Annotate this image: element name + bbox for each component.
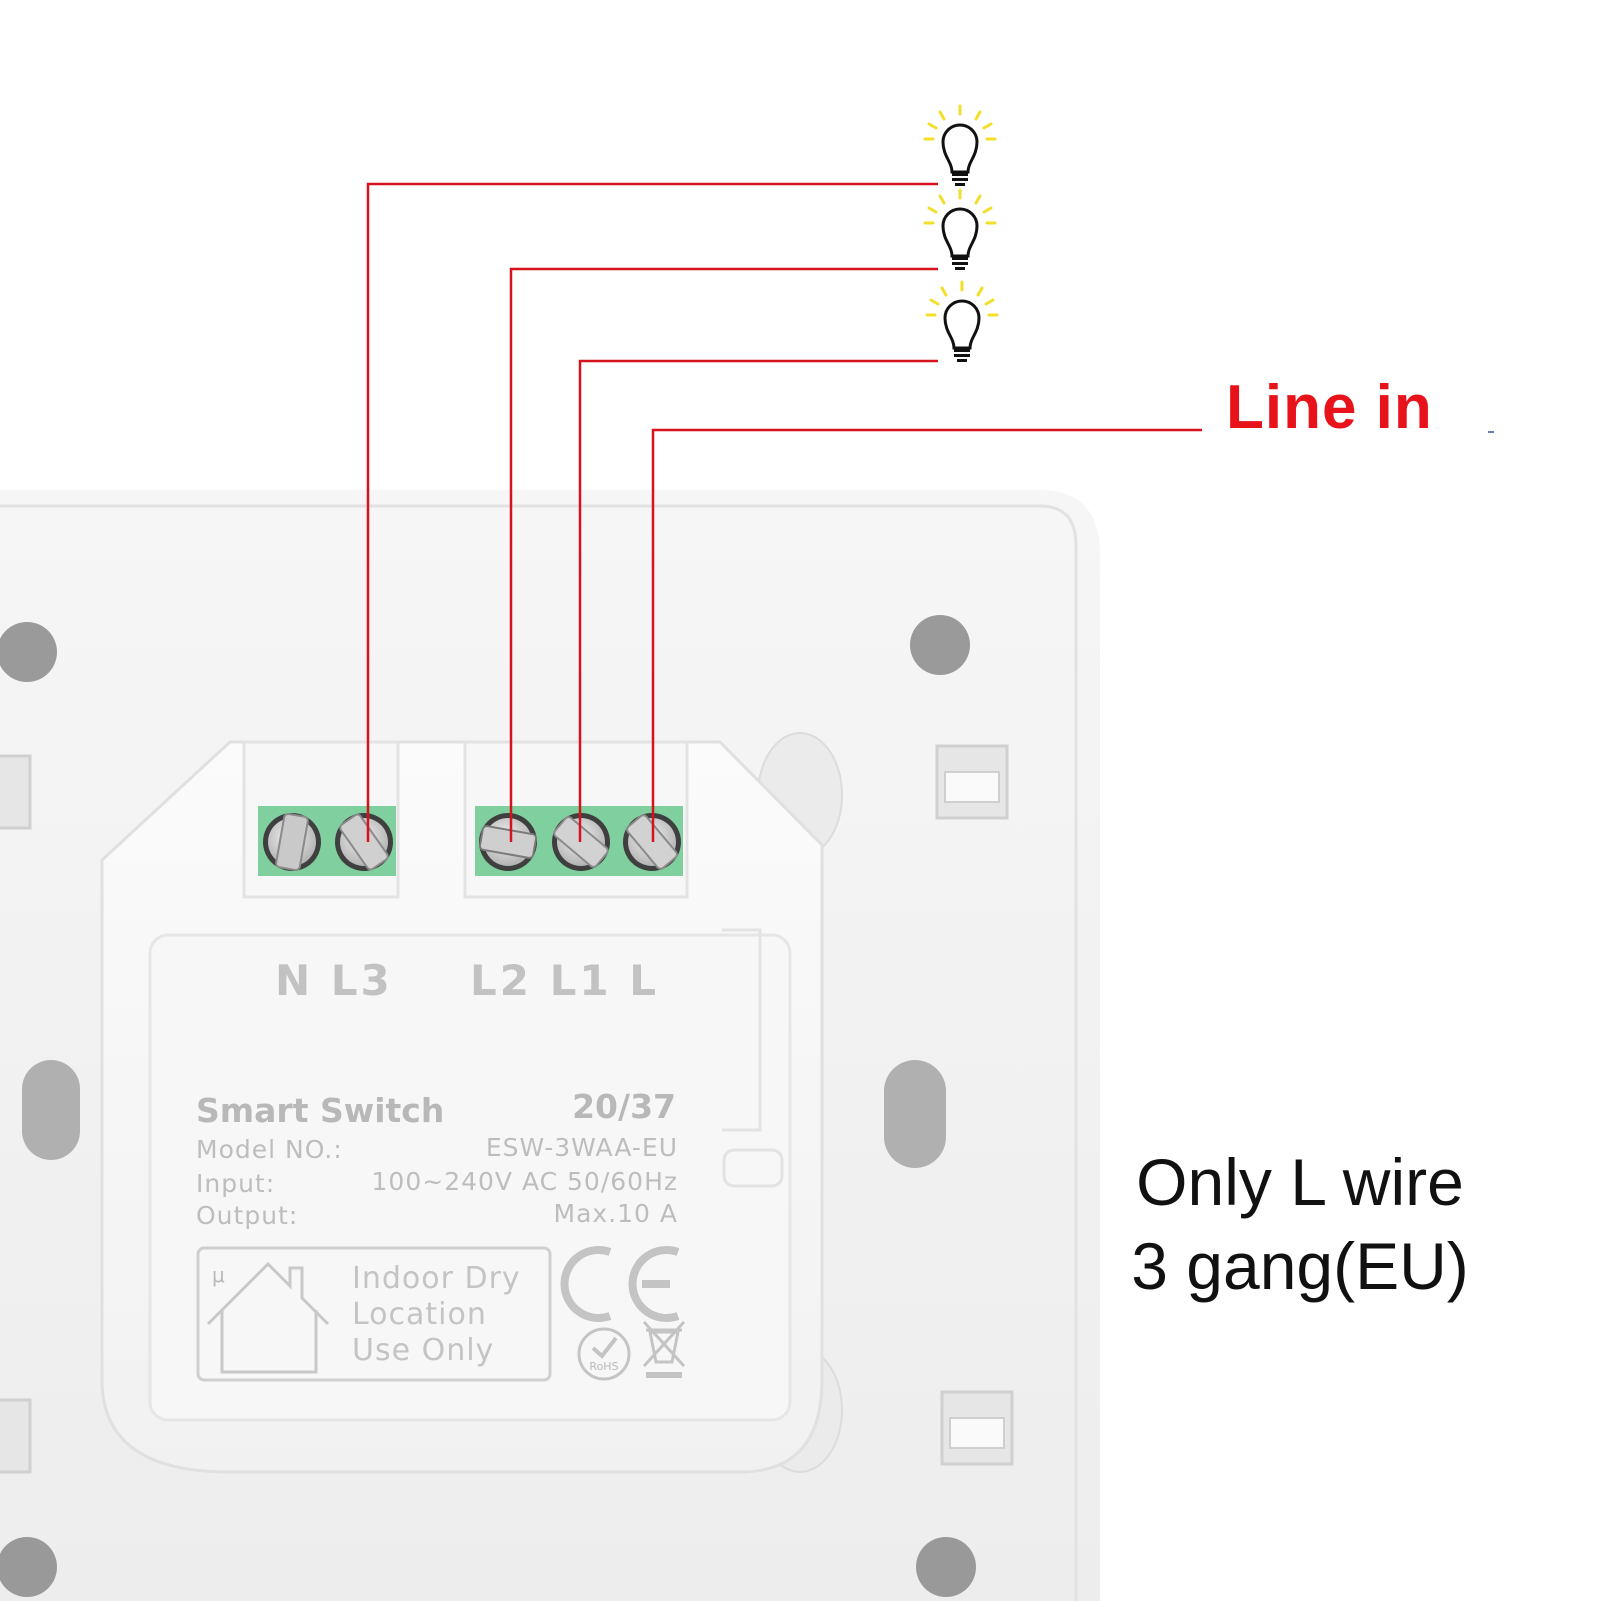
terminal-screw-n — [263, 812, 321, 872]
indoor-line-3: Use Only — [352, 1333, 494, 1368]
input-key: Input: — [196, 1169, 275, 1198]
note-line-2: 3 gang(EU) — [1131, 1229, 1469, 1303]
label-panel — [148, 933, 792, 1422]
terminal-label-left: N L3 — [275, 956, 393, 1005]
wire-l-line-in — [651, 428, 1202, 842]
mount-hole — [0, 622, 57, 682]
input-value: 100~240V AC 50/60Hz — [372, 1167, 678, 1196]
terminal-screw-l3 — [335, 813, 393, 871]
light-bulb-icon — [923, 188, 997, 272]
mount-slot — [884, 1060, 946, 1168]
rohs-label: RoHS — [589, 1360, 618, 1373]
light-bulb-icon — [923, 104, 997, 188]
plate-clip — [0, 754, 32, 830]
line-in-label: Line in — [1226, 373, 1433, 442]
mount-slot — [22, 1060, 80, 1160]
terminal-screw-l2 — [478, 813, 538, 871]
wiring — [366, 182, 1202, 842]
wire-l1-to-bulb-3 — [578, 359, 938, 842]
light-bulb-icon — [925, 280, 999, 364]
wire-l2-to-bulb-2 — [509, 267, 938, 842]
output-key: Output: — [196, 1201, 298, 1230]
indoor-line-1: Indoor Dry — [352, 1261, 521, 1296]
wire-l3-to-bulb-1 — [366, 182, 938, 842]
terminal-label-right: L2 L1 L — [470, 956, 659, 1005]
note-line-1: Only L wire — [1136, 1145, 1464, 1219]
model-key: Model NO.: — [196, 1135, 343, 1164]
indoor-use-box — [196, 1246, 552, 1382]
indoor-line-2: Location — [352, 1297, 487, 1332]
rohs-icon: RoHS — [577, 1327, 631, 1381]
output-value: Max.10 A — [554, 1199, 679, 1228]
mount-hole — [0, 1537, 57, 1597]
plate-clip — [0, 1398, 32, 1474]
model-value: ESW-3WAA-EU — [486, 1133, 678, 1162]
mount-hole — [910, 615, 970, 675]
batch-number: 20/37 — [572, 1087, 676, 1126]
wiring-note: Only L wire 3 gang(EU) — [1120, 1140, 1480, 1308]
switch-module: N L3 L2 L1 L Smart Switch 20/37 Model NO… — [100, 732, 843, 1474]
plate-clip — [940, 1390, 1014, 1466]
mount-hole — [916, 1537, 976, 1597]
weee-bin-icon — [642, 1320, 686, 1378]
house-icon — [206, 1261, 330, 1374]
plate-clip — [935, 744, 1009, 820]
micro-symbol: μ — [212, 1263, 225, 1287]
product-name: Smart Switch — [196, 1091, 444, 1130]
ce-mark-icon — [560, 1246, 680, 1322]
